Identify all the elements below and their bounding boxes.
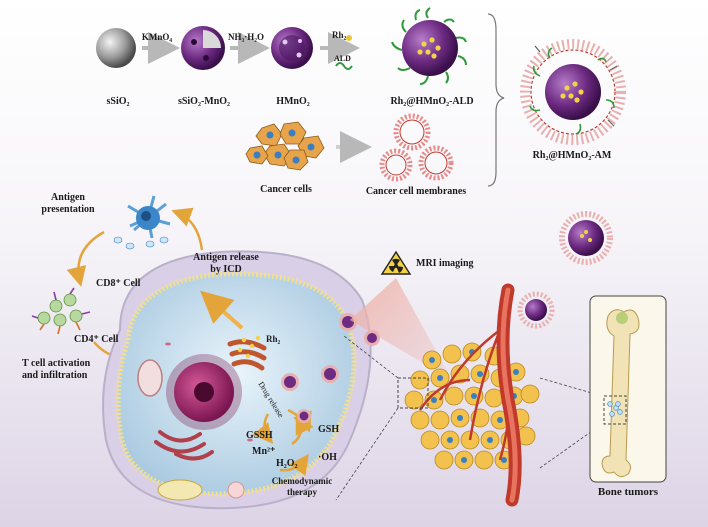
vesicle [137,359,163,397]
label-gsh: GSH [318,424,340,435]
label-reagent-nh3: NH₃·H₂O [228,32,264,42]
ssio2-mno2-sphere [181,26,225,70]
label-cd4-cell: CD4⁺ Cell [74,334,119,345]
label-hmno2: HMnO₂ [276,96,310,107]
bracket [487,13,505,187]
ssio2-sphere [96,28,136,68]
golgi [227,339,267,371]
label-h2o2: H₂O₂ [276,458,298,469]
label-mri-imaging: MRI imaging [416,258,474,269]
label-rh2-cell: Rh₂ [266,334,281,344]
tumor-tissue [397,283,540,507]
label-reagent-kmno4: KMnO₄ [141,32,173,42]
radiation-icon [380,250,412,275]
synthesis-row [96,7,626,187]
rh2-hmno2-am-particle [520,39,626,145]
label-ssio2-mno2: sSiO₂-MnO₂ [177,96,231,107]
endoplasmic-reticulum [154,430,214,461]
floating-np-large [559,211,613,265]
rh2-dot-icon [346,35,352,41]
zoom-box-tissue [397,377,429,409]
np-in-cell [281,313,357,423]
label-reagent-ald: ALD [334,54,351,63]
arrow-to-tcells [66,230,105,287]
label-cancer-membranes: Cancer cell membranes [365,186,467,197]
label-reagent-rh2: Rh₂ [332,30,347,40]
t-cells [31,287,91,335]
label-gssh: GSSH [246,430,273,441]
lipid-droplet [157,479,203,501]
label-cd8-cell: CD8⁺ Cell [96,278,141,289]
label-ssio2: sSiO₂ [106,96,130,107]
hmno2-sphere [271,27,313,69]
label-bone-tumors: Bone tumors [597,486,659,498]
label-cdt: Chemodynamic therapy [271,476,333,497]
label-cancer-cells: Cancer cells [260,184,312,195]
cancer-membranes-cluster [379,113,454,182]
arrow-antigen-release [200,290,244,330]
floating-np-small [364,291,555,346]
rh2-release-dots [237,335,261,359]
label-rh2-hmno2-am: Rh₂@HMnO₂-AM [532,150,612,161]
tumor-cell [102,250,372,510]
label-rh2-hmno2-ald: Rh₂@HMnO₂-ALD [390,96,474,107]
label-mn2: Mn²⁺ [252,446,276,457]
label-oh: ·OH [318,452,337,463]
arrow-antigen-up [171,207,204,251]
bone-panel [589,295,667,483]
dendritic-cell [113,195,171,250]
rh2-hmno2-ald-particle [391,7,467,85]
ald-chain-icon [335,62,353,70]
cancer-cells-cluster [245,121,325,171]
label-t-cell-activation: T cell activation and infiltration [22,358,91,381]
label-antigen-presentation: Antigen presentation [41,192,95,215]
label-antigen-release: Antigen release by ICD [193,252,259,275]
